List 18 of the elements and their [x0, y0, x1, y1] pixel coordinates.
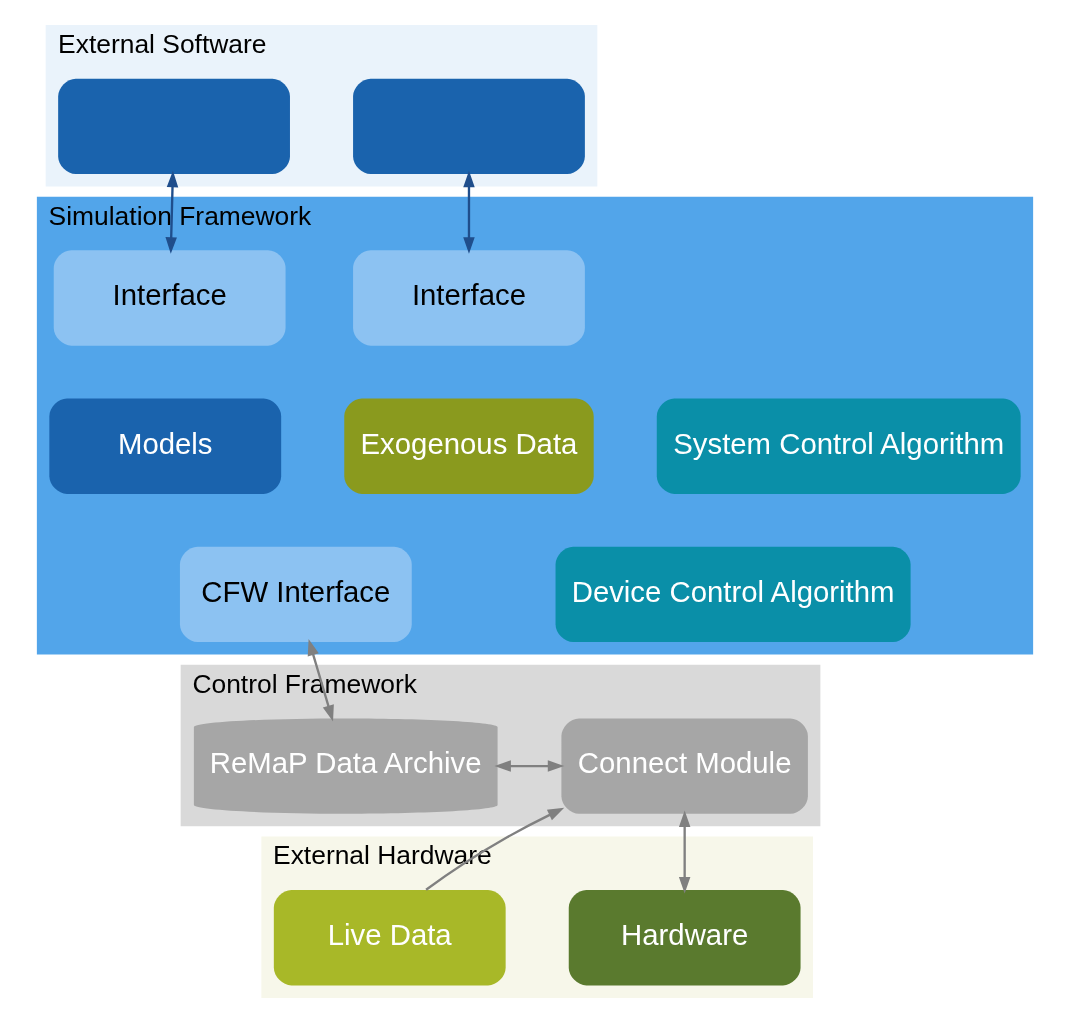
- arrow: [164, 170, 178, 254]
- node-box: Interface: [53, 250, 286, 346]
- node-box: Interface: [352, 250, 585, 346]
- node-box: Live Data: [273, 890, 506, 986]
- node-box: Exogenous Data: [343, 398, 594, 494]
- node-box: Hardware: [568, 890, 801, 986]
- node-box: System Control Algorithm: [656, 398, 1021, 494]
- arrow: [424, 807, 564, 891]
- node-box: CFW Interface: [179, 546, 412, 643]
- node-box: [352, 78, 585, 175]
- node-box: Connect Module: [560, 718, 808, 814]
- node-box: [57, 78, 290, 175]
- arrow: [307, 639, 334, 722]
- arrow: [678, 810, 690, 894]
- arrow: [462, 170, 475, 254]
- node-box: Device Control Algorithm: [555, 546, 911, 643]
- node-box: Models: [48, 398, 281, 494]
- arrow: [493, 760, 564, 772]
